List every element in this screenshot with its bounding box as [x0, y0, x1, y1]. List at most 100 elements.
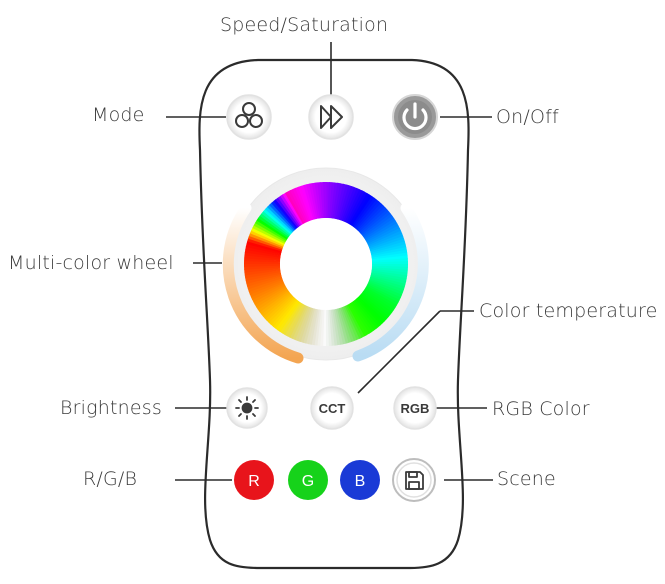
hue-segment [244, 249, 281, 258]
hue-segment [244, 270, 281, 279]
hue-segment [264, 294, 293, 321]
leader-lines [166, 42, 493, 481]
label-brightness: Brightness [60, 397, 162, 419]
multi-color-wheel[interactable] [222, 167, 429, 364]
hue-segment [317, 182, 324, 219]
hue-segment [275, 300, 299, 331]
hue-segment [248, 235, 283, 250]
hue-segment [347, 191, 368, 225]
hue-segment [359, 207, 388, 234]
hue-segment [249, 230, 285, 247]
hue-segment [314, 309, 322, 346]
hue-segment [370, 275, 406, 288]
hue-segment [349, 192, 370, 226]
hue-segment [244, 263, 281, 267]
hue-segment [244, 268, 281, 276]
hue-segment [354, 199, 380, 229]
hue-segment [348, 303, 370, 336]
hue-segment [361, 211, 391, 236]
label-color-temperature: Color temperature [479, 300, 658, 322]
hue-segment [370, 244, 407, 255]
hue-segment [362, 291, 393, 315]
hue-segment [269, 202, 296, 231]
hue-segment [333, 308, 344, 345]
hue-segment [336, 308, 349, 344]
hue-segment [351, 196, 375, 227]
hue-segment [287, 190, 307, 224]
hue-segment [370, 241, 406, 254]
speed-saturation-button[interactable] [308, 94, 354, 140]
hue-segment [337, 184, 350, 220]
hue-segment [308, 183, 319, 220]
green-button-label: G [302, 473, 314, 490]
label-mode: Mode [92, 104, 145, 126]
hue-segment [282, 192, 304, 225]
hue-segment [344, 189, 363, 223]
hue-segment [367, 281, 403, 298]
hue-segment [259, 290, 290, 315]
hue-segment [356, 297, 383, 326]
hue-segment [277, 301, 301, 332]
hue-segment [343, 187, 360, 223]
hue-segment [303, 184, 316, 220]
hue-segment [351, 301, 375, 333]
cct-button[interactable]: CCT [310, 386, 354, 430]
hue-segment [265, 206, 294, 234]
on-off-button[interactable] [392, 94, 438, 140]
blue-button-label: B [355, 473, 366, 490]
blue-button[interactable]: B [340, 460, 380, 500]
mode-icon [235, 102, 263, 128]
scene-button[interactable] [392, 458, 436, 502]
hue-segment [261, 292, 291, 317]
hue-segment [263, 208, 293, 235]
label-on-off: On/Off [496, 106, 559, 128]
hue-segment [266, 295, 295, 323]
hue-segment [364, 218, 396, 240]
hue-segment [285, 191, 305, 225]
hue-segment [365, 285, 399, 306]
hue-segment [302, 308, 315, 344]
hue-segment [270, 297, 297, 327]
hue-segment [245, 271, 282, 282]
hue-segment [308, 308, 319, 345]
hue-segment [271, 200, 297, 230]
hue-segment [362, 213, 393, 238]
hue-segment [275, 197, 300, 228]
hue-segment [323, 182, 327, 219]
hue-segment [357, 205, 386, 233]
hue-segment [257, 289, 289, 313]
hue-segment [346, 190, 366, 224]
hue-segment [366, 284, 400, 304]
hue-segment [248, 279, 284, 295]
red-button-label: R [248, 473, 260, 490]
hue-segment [245, 273, 282, 284]
hue-segment [361, 292, 391, 318]
hue-segment [294, 306, 311, 342]
label-rgb: R/G/B [83, 468, 138, 490]
hue-segment [368, 230, 403, 248]
hue-segment [330, 309, 338, 346]
hue-segment [295, 186, 311, 222]
green-button[interactable]: G [288, 460, 328, 500]
hue-segment [335, 308, 346, 345]
hue-segment [356, 203, 384, 232]
red-button[interactable]: R [234, 460, 274, 500]
rgb-color-button[interactable]: RGB [393, 386, 437, 430]
hue-segment [247, 276, 283, 290]
hue-segment [369, 278, 404, 293]
save-icon [405, 471, 424, 490]
mode-button[interactable] [226, 94, 272, 140]
hue-segment [363, 215, 395, 239]
hue-segment [363, 288, 396, 311]
brightness-button[interactable] [226, 387, 268, 429]
hue-segment [370, 246, 407, 257]
hue-segment [367, 282, 401, 301]
label-speed-saturation: Speed/Saturation [220, 14, 389, 36]
hue-segment [273, 199, 298, 229]
hue-segment [367, 228, 402, 246]
hue-segment [300, 185, 314, 221]
hue-segment [350, 194, 373, 227]
hue-segment [371, 249, 408, 258]
hue-segment [330, 182, 338, 219]
hue-segment [259, 213, 290, 237]
